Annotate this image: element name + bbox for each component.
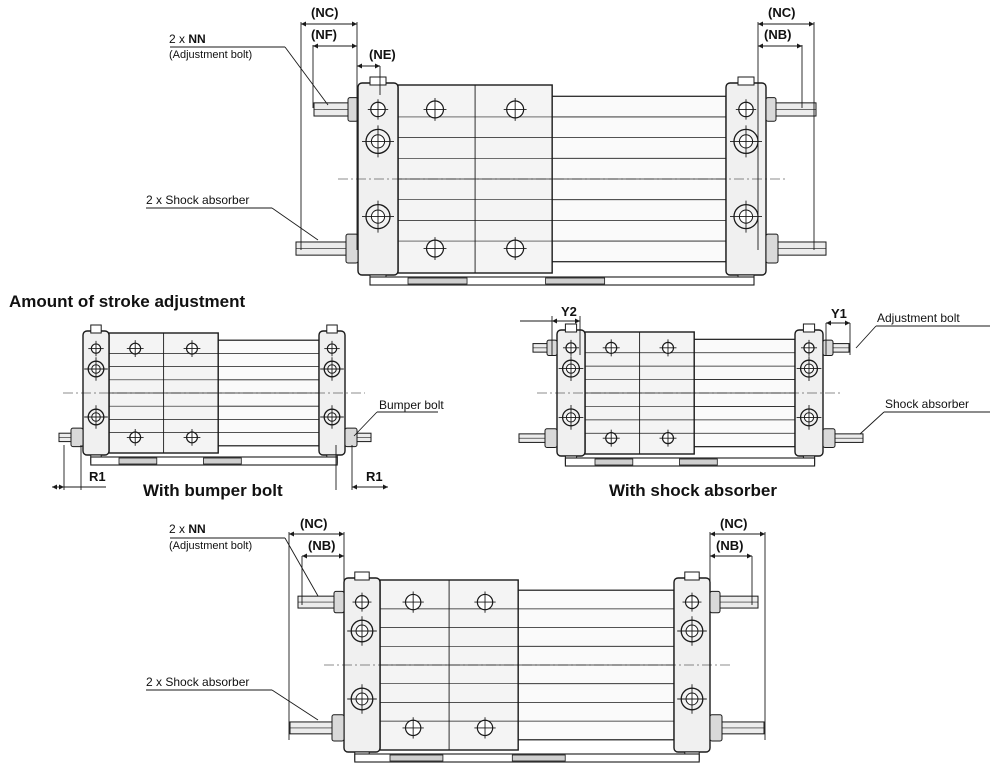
dim-line-nb-bottom-right-arrow — [747, 553, 752, 559]
bottom-cylinder-assembly — [289, 571, 765, 763]
top-screw — [802, 323, 816, 333]
lock-nut — [344, 427, 358, 448]
shock-absorber-label-bottom: 2 x Shock absorber — [146, 675, 250, 689]
dim-line-y2-main-arrow — [552, 318, 557, 324]
dim-line-nc-bottom-left-arrow — [289, 531, 294, 537]
top-screw — [326, 324, 338, 334]
dim-nc-top-left: (NC) — [311, 5, 339, 20]
dim-nb-bottom-left: (NB) — [308, 538, 336, 553]
lock-nut — [333, 590, 345, 614]
dim-line-ne-top-arrow — [357, 63, 362, 69]
dim-ne-top: (NE) — [369, 47, 396, 62]
dim-r1-left: R1 — [89, 469, 106, 484]
lock-nut — [70, 427, 84, 448]
adjustment-bolt-label: Adjustment bolt — [877, 311, 960, 325]
dim-line-nb-bottom-left-arrow — [339, 553, 344, 559]
nn-label-top: 2 x NN — [169, 32, 206, 46]
rail-hatch — [118, 457, 158, 465]
dim-line-nb-top-right-arrow — [797, 43, 802, 49]
rail-hatch — [203, 457, 242, 465]
top-screw — [684, 571, 700, 581]
dim-nc-bottom-left: (NC) — [300, 516, 328, 531]
dim-line-nf-top-arrow — [313, 43, 318, 49]
dim-line-nc-bottom-right-arrow — [760, 531, 765, 537]
with-shock-absorber-title: With shock absorber — [609, 481, 777, 500]
dim-line-nc-bottom-right-arrow — [710, 531, 715, 537]
rail-hatch — [407, 277, 468, 285]
lock-nut — [709, 590, 721, 614]
leader-line — [284, 537, 319, 597]
leader-line — [353, 411, 378, 437]
shock-absorber-view — [518, 323, 864, 467]
leader-line — [855, 325, 877, 349]
dim-line-nc-top-left-arrow — [352, 21, 357, 27]
adjustment-bolt-note-top: (Adjustment bolt) — [169, 49, 253, 61]
top-screw — [90, 324, 102, 334]
stroke-adjustment-title: Amount of stroke adjustment — [9, 292, 246, 311]
top-screw — [369, 76, 387, 86]
dim-line-nb-bottom-right-arrow — [710, 553, 715, 559]
lock-nut — [331, 714, 345, 742]
dim-line-y1-arrow — [845, 320, 850, 326]
dim-line-y2-main-arrow — [575, 318, 580, 324]
adjustment-bolt-note-bottom: (Adjustment bolt) — [169, 540, 253, 552]
dim-line-nc-top-right-arrow — [758, 21, 763, 27]
lock-nut — [765, 233, 779, 264]
lock-nut — [822, 428, 836, 449]
rail-hatch — [545, 277, 606, 285]
leader-line — [859, 411, 885, 435]
shock-absorber-label-top: 2 x Shock absorber — [146, 193, 250, 207]
dim-nb-bottom-right: (NB) — [716, 538, 744, 553]
dim-line-r1-left-arrow — [52, 484, 57, 490]
top-screw — [564, 323, 578, 333]
lock-nut — [347, 97, 359, 122]
dim-line-nb-bottom-left-arrow — [302, 553, 307, 559]
shock-absorber-label: Shock absorber — [885, 397, 970, 411]
dim-nc-bottom-right: (NC) — [720, 516, 748, 531]
dim-y2: Y2 — [561, 304, 577, 319]
rail-hatch — [389, 754, 444, 762]
lock-nut — [544, 428, 558, 449]
dim-line-r1-right-arrow — [352, 484, 357, 490]
top-cylinder-assembly — [295, 76, 827, 286]
dim-line-nc-top-right-arrow — [809, 21, 814, 27]
lock-nut — [822, 339, 834, 357]
lock-nut — [345, 233, 359, 264]
dim-line-ne-top-arrow — [375, 63, 380, 69]
dim-line-r1-left-arrow — [59, 484, 64, 490]
rail-hatch — [679, 458, 718, 466]
leader-line — [284, 46, 329, 106]
with-bumper-bolt-title: With bumper bolt — [143, 481, 283, 500]
dim-line-y1-arrow — [826, 320, 831, 326]
nn-label-bottom: 2 x NN — [169, 522, 206, 536]
dim-r1-right: R1 — [366, 469, 383, 484]
rail-hatch — [594, 458, 634, 466]
dim-line-nb-top-right-arrow — [758, 43, 763, 49]
lock-nut — [709, 714, 723, 742]
bumper-bolt-view — [58, 324, 372, 466]
dim-line-r1-right-arrow — [383, 484, 388, 490]
dim-nf-top: (NF) — [311, 27, 337, 42]
lock-nut — [765, 97, 777, 122]
dim-y1: Y1 — [831, 306, 847, 321]
leader-line — [271, 689, 319, 721]
dim-nc-top-right: (NC) — [768, 5, 796, 20]
dim-line-nc-top-left-arrow — [301, 21, 306, 27]
top-screw — [354, 571, 370, 581]
rail-hatch — [511, 754, 566, 762]
dim-line-nc-bottom-left-arrow — [339, 531, 344, 537]
dim-nb-top-right: (NB) — [764, 27, 792, 42]
bumper-bolt-label: Bumper bolt — [379, 398, 444, 412]
dim-line-nf-top-arrow — [352, 43, 357, 49]
leader-line — [271, 207, 319, 241]
top-screw — [737, 76, 755, 86]
